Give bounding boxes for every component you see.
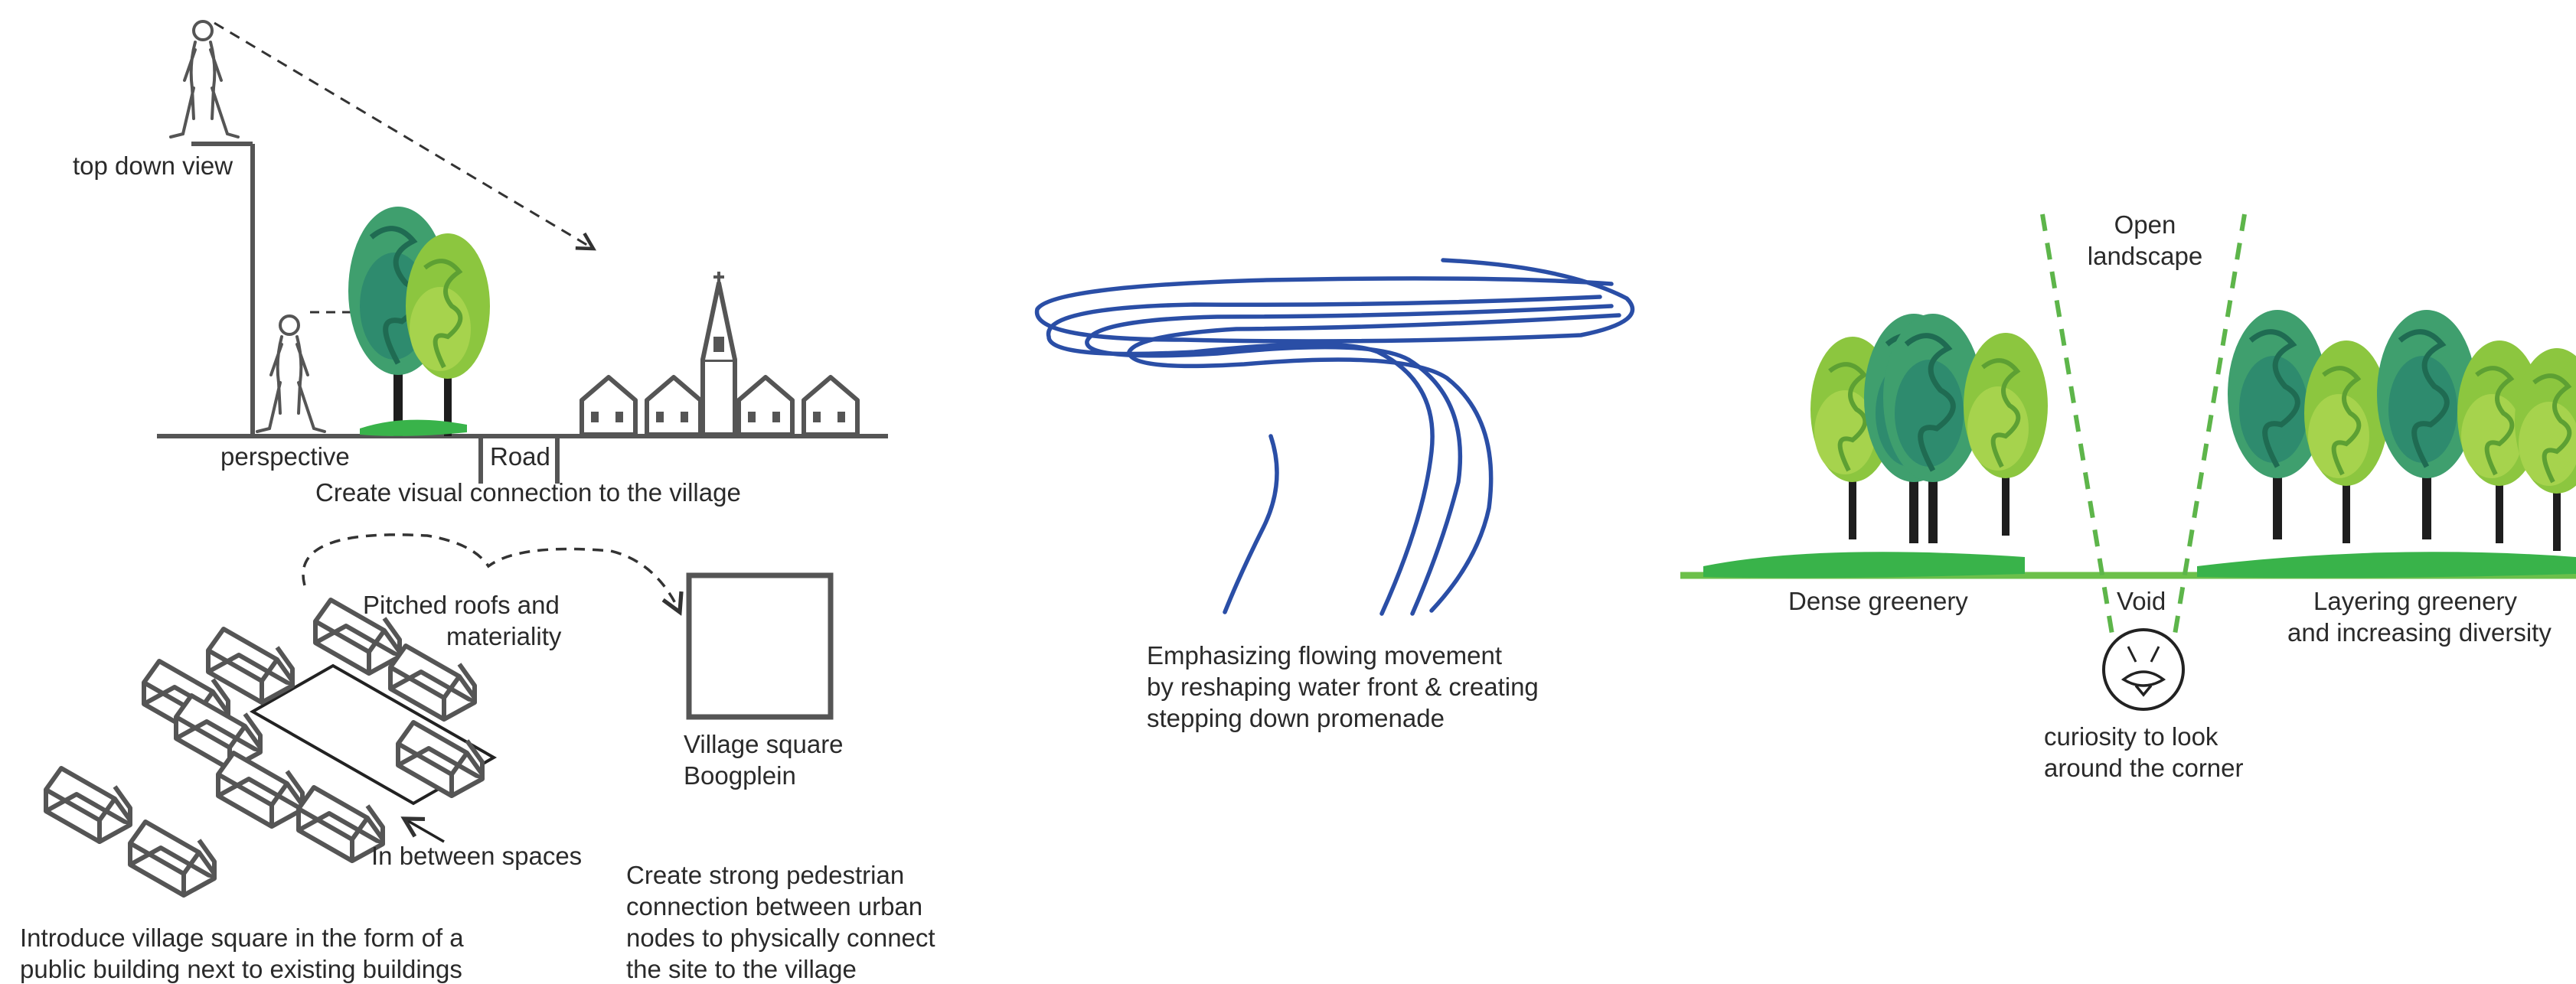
- village-silhouette: [582, 272, 857, 437]
- top-down-view-label: top down view: [73, 152, 233, 180]
- church: [700, 272, 737, 437]
- curiosity-label-line1: curiosity to look: [2044, 722, 2218, 751]
- water-front-caption-line3: stepping down promenade: [1147, 704, 1445, 732]
- view-cone-left: [2040, 213, 2115, 640]
- road-label: Road: [490, 442, 550, 471]
- dense-greenery-label: Dense greenery: [1788, 587, 1968, 615]
- visual-connection-panel: top down view perspective Road Create vi…: [73, 20, 888, 507]
- curiosity-label-line2: around the corner: [2044, 754, 2244, 782]
- village-square-panel: Pitched roofs and materiality Village sq…: [20, 533, 935, 983]
- pedestrian-connection-arrow: [302, 533, 680, 612]
- square-caption-right-line3: nodes to physically connect: [626, 924, 935, 952]
- open-landscape-label-line1: Open: [2114, 210, 2176, 239]
- pitched-roofs-label-line1: Pitched roofs and: [363, 591, 560, 619]
- perspective-label: perspective: [220, 442, 350, 471]
- dense-greenery-trees: [1703, 314, 2048, 578]
- village-square-label-line2: Boogplein: [684, 761, 796, 790]
- greenery-panel: Open landscape Dense greenery Void Layer…: [1680, 210, 2576, 782]
- open-landscape-label-line2: landscape: [2088, 242, 2202, 270]
- square-caption-left-line2: public building next to existing buildin…: [20, 955, 462, 983]
- eye-icon: [2102, 628, 2185, 711]
- visual-connection-caption: Create visual connection to the village: [315, 478, 741, 507]
- in-between-arrow: [404, 819, 445, 843]
- tree-group-left: [348, 207, 490, 436]
- square-caption-right-line2: connection between urban: [626, 892, 922, 920]
- pitched-roofs-label-line2: materiality: [446, 622, 562, 650]
- sightline-arrow: [214, 21, 593, 249]
- pedestrian-figure-ground: [256, 314, 326, 433]
- river-lines: [1034, 258, 1635, 616]
- water-front-caption-line2: by reshaping water front & creating: [1147, 673, 1539, 701]
- water-front-panel: Emphasizing flowing movement by reshapin…: [1034, 258, 1635, 732]
- void-label: Void: [2117, 587, 2166, 615]
- square-caption-left-line1: Introduce village square in the form of …: [20, 924, 464, 952]
- square-caption-right-line1: Create strong pedestrian: [626, 861, 904, 889]
- square-caption-right-line4: the site to the village: [626, 955, 857, 983]
- layering-label-line1: Layering greenery: [2313, 587, 2517, 615]
- in-between-label: In between spaces: [371, 842, 582, 870]
- pedestrian-figure-top: [169, 20, 240, 138]
- village-square-block: [686, 572, 834, 720]
- view-cone-right: [2172, 213, 2247, 640]
- water-front-caption-line1: Emphasizing flowing movement: [1147, 641, 1502, 670]
- layered-greenery-trees: [2197, 310, 2576, 578]
- layering-label-line2: and increasing diversity: [2287, 618, 2552, 647]
- village-square-label-line1: Village square: [684, 730, 844, 758]
